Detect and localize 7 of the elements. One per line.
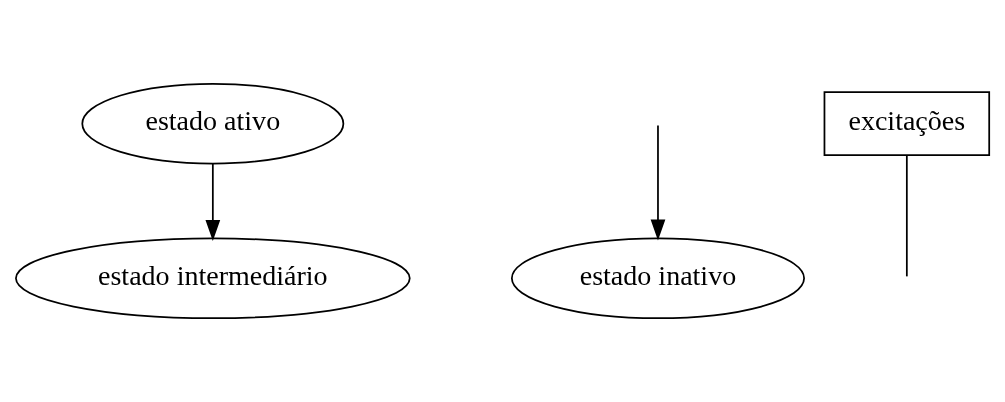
arrow bbox=[205, 162, 221, 242]
node-box: excitações bbox=[823, 91, 991, 157]
arrow bbox=[650, 124, 666, 241]
node-ellipse: estado inativo bbox=[510, 237, 805, 320]
node-ellipse: estado ativo bbox=[81, 82, 345, 165]
connector bbox=[905, 154, 908, 278]
node-ellipse: estado intermediário bbox=[15, 237, 411, 320]
